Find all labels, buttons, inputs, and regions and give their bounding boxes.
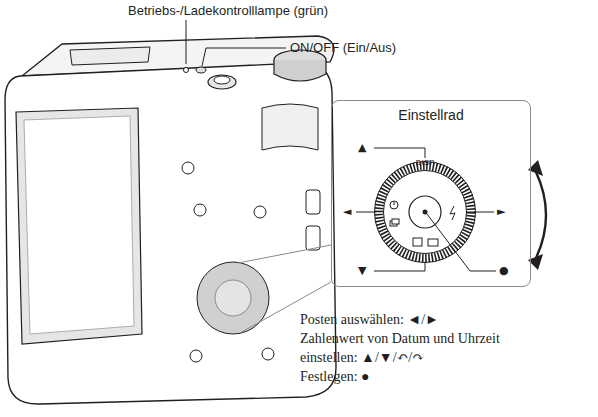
direction-symbol: ► [497,205,505,218]
instruction-text: Festlegen: ● [300,367,370,386]
direction-symbol: ▼ [358,264,366,277]
direction-symbol: ◄ [343,205,351,218]
panel-heading: Einstellrad [332,101,530,123]
direction-symbol: ● [499,264,509,277]
part-label: Betriebs-/Ladekontrolllampe (grün) [128,3,328,18]
direction-symbol: ▲ [358,141,366,154]
part-label: ON/OFF (Ein/Aus) [290,40,396,55]
instruction-text: Posten auswählen: ◄/► [300,310,439,329]
dial-marking: DISP [416,158,435,167]
inset-panel: Einstellrad [331,100,531,287]
instruction-text: Zahlenwert von Datum und Uhrzeit einstel… [300,329,545,367]
